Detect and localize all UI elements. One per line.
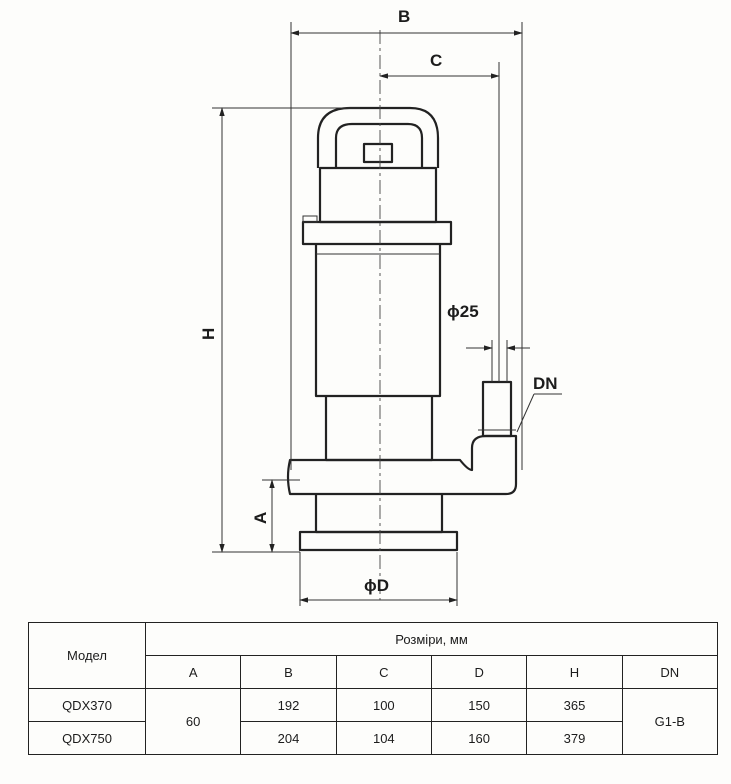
col-c: C <box>335 655 432 689</box>
cell-c: 100 <box>335 688 432 722</box>
table-column-row: A B C D H DN <box>29 655 719 689</box>
label-phi-d: ϕD <box>364 576 389 595</box>
cell-b: 192 <box>240 688 337 722</box>
motor-body <box>314 244 442 398</box>
dimension-phi-d: ϕD <box>299 552 458 606</box>
pump-dimension-drawing: B C H A ϕD ϕ25 DN <box>199 7 562 606</box>
label-b: B <box>398 7 410 26</box>
col-d: D <box>430 655 528 689</box>
col-dn: DN <box>621 655 719 689</box>
label-h: H <box>199 328 218 340</box>
cell-dn-shared: G1-B <box>621 688 719 755</box>
pump-pedestal <box>314 494 444 534</box>
motor-flange <box>301 220 453 246</box>
model-header: Модел <box>28 622 146 689</box>
cell-h: 379 <box>526 721 623 755</box>
label-dn: DN <box>533 374 558 393</box>
cell-a-shared: 60 <box>144 688 242 755</box>
dimension-h: H <box>199 107 360 553</box>
row-model: QDX370 <box>28 688 146 722</box>
cell-b: 204 <box>240 721 337 755</box>
dimension-phi-25: ϕ25 <box>447 302 530 382</box>
dn-leader: DN <box>516 374 562 433</box>
pump-outline <box>286 106 518 552</box>
dimension-c: C <box>379 51 500 382</box>
dimension-b: B <box>290 7 523 470</box>
col-a: A <box>144 655 242 689</box>
handle-block <box>362 142 394 164</box>
cell-d: 160 <box>430 721 528 755</box>
cell-c: 104 <box>335 721 432 755</box>
pump-handle <box>316 106 440 168</box>
col-b: B <box>240 655 337 689</box>
pump-volute <box>286 434 518 496</box>
flange-bolt <box>302 215 318 223</box>
table-header-row: Модел Розміри, мм <box>28 622 718 689</box>
label-phi-25: ϕ25 <box>447 302 479 321</box>
col-h: H <box>526 655 623 689</box>
motor-cap <box>318 166 438 224</box>
pump-neck <box>324 396 434 462</box>
table-row: QDX370 60 192 100 150 365 G1-B <box>28 688 719 755</box>
discharge-pipe <box>481 380 513 438</box>
dimensions-header: Розміри, мм <box>145 622 718 656</box>
cell-d: 150 <box>430 688 528 722</box>
row-model: QDX750 <box>28 721 146 755</box>
label-a: A <box>251 512 270 524</box>
base-plate <box>298 530 459 552</box>
label-c: C <box>430 51 442 70</box>
dimensions-table: Модел Розміри, мм A B C D H DN QDX370 60… <box>28 622 719 755</box>
cell-h: 365 <box>526 688 623 722</box>
dimension-a: A <box>251 479 300 553</box>
table-row: QDX750 204 104 160 379 <box>28 721 718 755</box>
